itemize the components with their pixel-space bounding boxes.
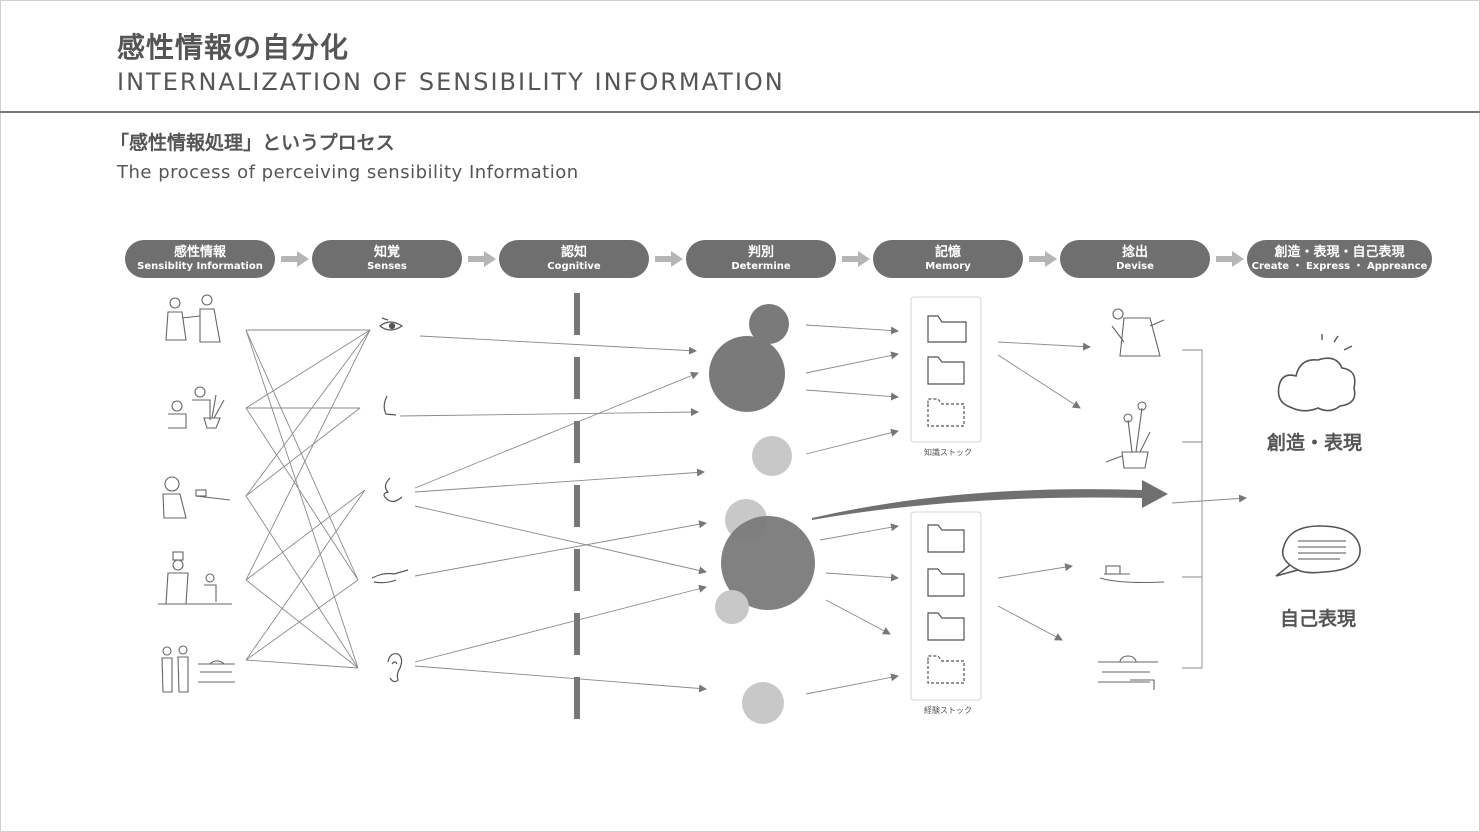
devise-hand-gift-icon [1099,565,1165,584]
step-label: 判別 [747,245,774,261]
step-arrow-icon [468,251,496,267]
section-title-en: The process of perceiving sensibility In… [117,162,579,183]
step-label-en: Determine [731,260,791,272]
folder-icon [927,356,965,385]
step-cognitive: 認知 Cognitive [499,240,649,278]
nose-icon [383,395,397,416]
step-label: 知覚 [373,245,400,261]
eye-icon [379,317,404,331]
step-arrow-icon [842,251,870,267]
section-title: 「感性情報処理」というプロセス [110,132,395,154]
determine-circle-light [752,436,792,476]
experience-stock-caption: 経験ストック [924,706,972,715]
step-label-en: Devise [1116,260,1154,272]
determine-circle-light [715,590,749,624]
step-label: 記憶 [934,245,961,261]
sense-icons [371,317,409,683]
main-flow-arrow [812,480,1168,520]
output-create-express-label: 創造・表現 [1267,432,1363,454]
scene-couple-seaside-icon [161,645,235,693]
folder-icon [927,315,967,343]
scene-illustrations [158,294,235,693]
experience-stock-panel [910,511,982,701]
step-label-en: Create ・ Express ・ Appreance [1251,260,1428,272]
header-divider [0,111,1480,113]
devise-illustrations [1098,308,1165,690]
knowledge-stock-caption: 知識ストック [924,448,972,457]
sense-to-determine-arrows [399,335,707,693]
step-arrow-icon [1029,251,1057,267]
step-label-en: Senses [367,260,407,272]
memory-to-devise-arrows [997,341,1091,641]
page-title-en: INTERNALIZATION OF SENSIBILITY INFORMATI… [117,68,785,96]
determine-to-memory-arrows [805,324,899,695]
determine-circle-light [742,682,784,724]
scene-chef-family-icon [158,551,232,605]
scene-dress-shopping-icon [165,294,221,343]
step-connectors [281,251,1244,267]
folder-icon [927,612,965,641]
scene-flower-arrangement-icon [168,386,225,429]
page-title: 感性情報の自分化 [117,31,350,64]
step-determine: 判別 Determine [686,240,836,278]
idea-cloud-icon [1277,334,1356,412]
devise-bracket [1171,349,1247,669]
step-label: 認知 [560,245,587,261]
empty-folder-icon [927,655,965,684]
folder-icon [927,568,965,597]
step-arrow-icon [655,251,683,267]
output-self-expression-label: 自己表現 [1280,608,1357,630]
step-arrow-icon [1216,251,1244,267]
step-label: 感性情報 [173,245,226,261]
determine-circle-small-dark [749,304,789,344]
determine-clusters [709,304,815,724]
step-label: 捻出 [1121,245,1148,261]
scene-to-sense-links [245,329,371,669]
step-sensibility-information: 感性情報 Sensiblity Information [125,240,275,278]
empty-folder-icon [927,398,965,427]
step-arrow-icon [281,251,309,267]
step-label-en: Sensiblity Information [137,260,263,272]
knowledge-stock-panel [910,296,982,443]
mouth-icon [383,477,403,503]
step-senses: 知覚 Senses [312,240,462,278]
step-create-express: 創造・表現・自己表現 Create ・ Express ・ Appreance [1247,240,1432,278]
step-devise: 捻出 Devise [1060,240,1210,278]
determine-circle-large-dark [709,336,785,412]
step-label: 創造・表現・自己表現 [1274,245,1405,261]
devise-flower-vase-icon [1105,401,1151,469]
devise-dress-icon [1111,308,1165,357]
step-label-en: Memory [925,260,971,272]
hand-icon [371,569,409,584]
step-memory: 記憶 Memory [873,240,1023,278]
speech-bubble-icon [1275,525,1361,577]
determine-circle-xlarge-dark [721,516,815,610]
devise-seaside-icon [1098,655,1158,690]
step-label-en: Cognitive [547,260,601,272]
scene-person-receiving-icon [162,476,231,519]
ear-icon [387,653,403,683]
folder-icon [927,524,965,553]
